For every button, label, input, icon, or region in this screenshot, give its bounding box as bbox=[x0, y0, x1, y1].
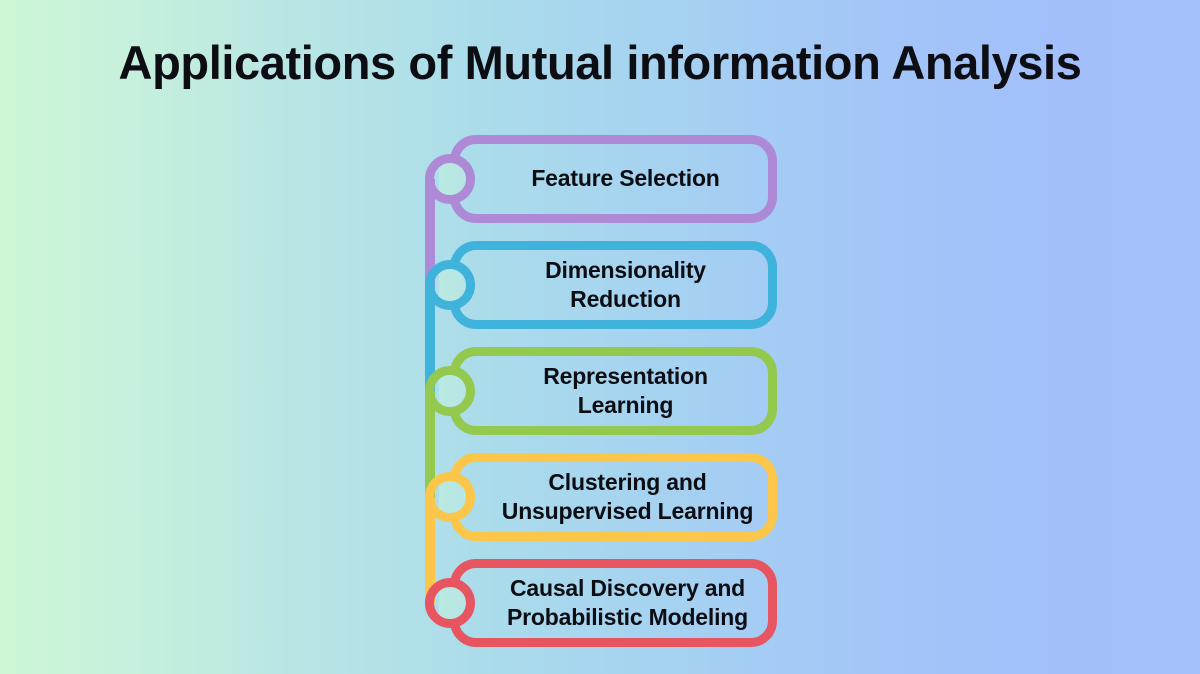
item-pill-1[interactable]: Feature Selection bbox=[450, 135, 777, 223]
page-title: Applications of Mutual information Analy… bbox=[118, 36, 1082, 89]
connector-line-1 bbox=[425, 179, 435, 285]
diagram-item-1[interactable]: Feature Selection bbox=[425, 135, 777, 223]
circle-node-icon-5 bbox=[425, 578, 475, 628]
circle-node-icon-3 bbox=[425, 366, 475, 416]
connector-line-4 bbox=[425, 497, 435, 603]
item-label-1: Feature Selection bbox=[531, 165, 720, 192]
circle-node-icon-4 bbox=[425, 472, 475, 522]
circle-node-icon-1 bbox=[425, 154, 475, 204]
connector-line-3 bbox=[425, 391, 435, 497]
circle-node-icon-2 bbox=[425, 260, 475, 310]
connector-line-2 bbox=[425, 285, 435, 391]
